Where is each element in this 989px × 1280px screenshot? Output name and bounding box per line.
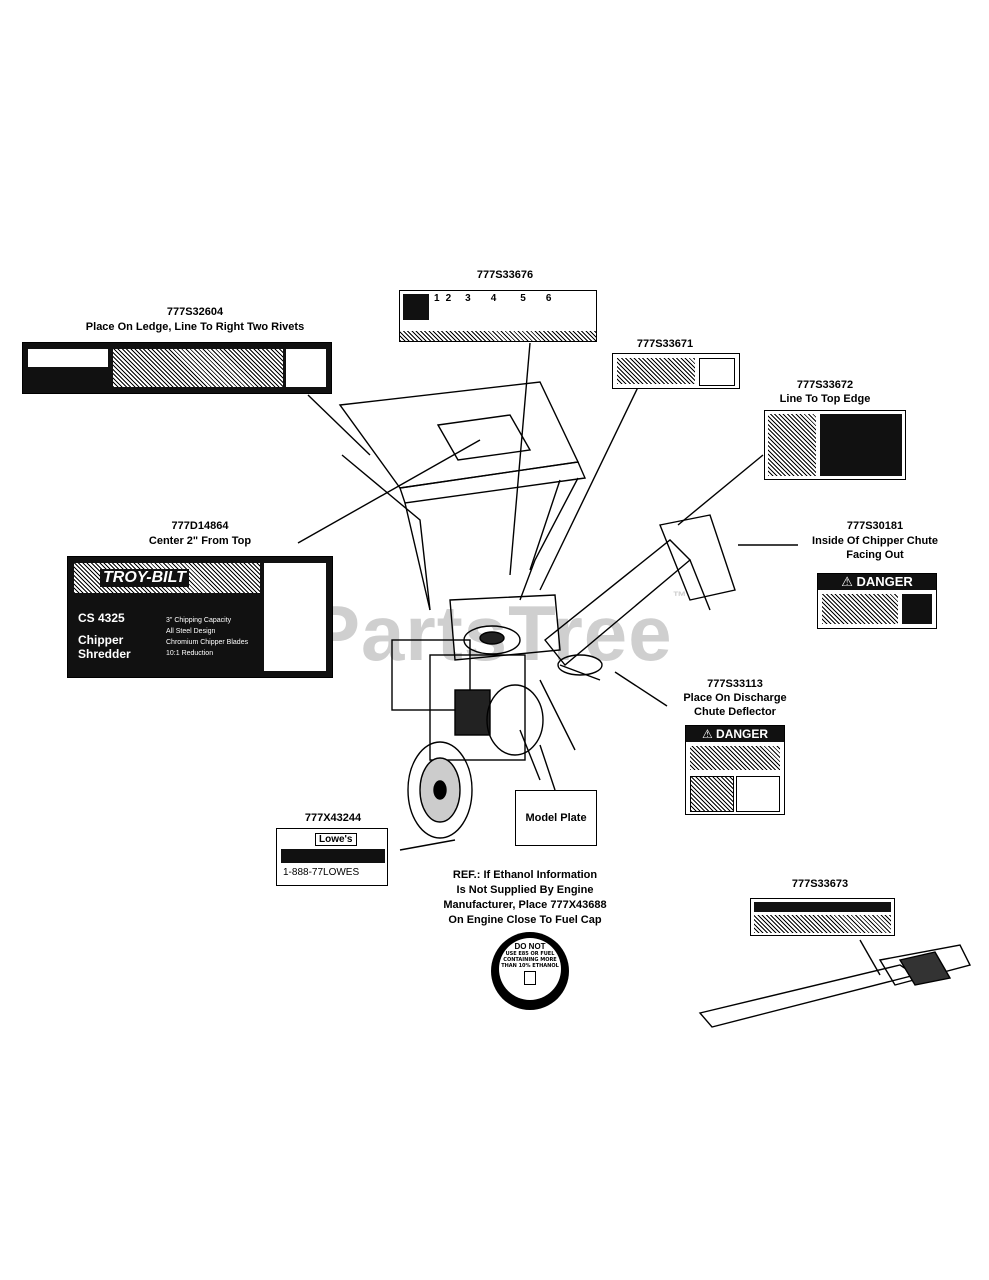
decal-777s33672 [764, 410, 906, 480]
decal-777s33673 [750, 898, 895, 936]
ref-line-4: On Engine Close To Fuel Cap [448, 914, 602, 926]
model-number: CS 4325 [78, 611, 125, 625]
model-plate: Model Plate [515, 790, 597, 846]
ethanol-line-2: USE E85 OR FUEL [505, 951, 555, 957]
product-name-2: Shredder [78, 647, 131, 661]
label-777s33672-note: Line To Top Edge [779, 393, 871, 405]
feature-item: All Steel Design [166, 628, 216, 635]
label-777s33113-part: 777S33113 [707, 678, 763, 690]
step-6: 6 [545, 293, 552, 304]
warning-triangle-icon: ⚠ [841, 574, 853, 589]
label-777s33671: 777S33671 [636, 338, 694, 350]
step-4: 4 [490, 293, 497, 304]
symbol-strip [28, 349, 108, 367]
step-5: 5 [520, 293, 526, 304]
decal-stop-block [403, 294, 429, 320]
label-777s33113-note1: Place On Discharge [683, 692, 787, 704]
label-777s32604-note: Place On Ledge, Line To Right Two Rivets [85, 321, 305, 333]
decal-777s33671 [612, 353, 740, 389]
feature-item: 10:1 Reduction [166, 650, 214, 657]
feature-list: 3" Chipping Capacity All Steel Design Ch… [166, 615, 248, 659]
label-777s30181-note2: Facing Out [846, 549, 904, 561]
label-777s33672-part: 777S33672 [796, 379, 854, 391]
ethanol-line-3: CONTAINING MORE [503, 957, 557, 963]
ref-line-2: Is Not Supplied By Engine [456, 884, 594, 896]
step-1: 1 [434, 293, 440, 304]
step-2: 2 [445, 293, 452, 304]
warning-triangle-icon: ⚠ [701, 727, 713, 741]
label-777x43244: 777X43244 [304, 812, 362, 824]
label-777s33673: 777S33673 [791, 878, 849, 890]
decal-777d14864-cs4325: TROY-BILT CS 4325 Chipper Shredder 3" Ch… [67, 556, 333, 678]
ethanol-line-4: THAN 10% ETHANOL [501, 963, 559, 969]
lowes-phone: 1-888-77LOWES [283, 867, 360, 878]
label-777s33676: 777S33676 [476, 269, 534, 281]
feature-item: 3" Chipping Capacity [166, 617, 232, 624]
label-777d14864-note: Center 2" From Top [148, 535, 252, 547]
ethanol-decal: DO NOT USE E85 OR FUEL CONTAINING MORE T… [491, 932, 569, 1010]
label-777s30181-part: 777S30181 [846, 520, 904, 532]
step-3: 3 [465, 293, 471, 304]
fuel-pump-icon [524, 971, 536, 985]
ref-line-3: Manufacturer, Place 777X43688 [443, 899, 607, 911]
feature-item: Chromium Chipper Blades [166, 639, 249, 646]
danger-header: ⚠ DANGER [818, 574, 936, 590]
danger-header: ⚠ DANGER [686, 726, 784, 742]
label-777s32604-part: 777S32604 [166, 306, 224, 318]
ref-note: REF.: If Ethanol Information Is Not Supp… [420, 868, 630, 928]
brand-name: TROY-BILT [100, 569, 189, 587]
decal-777s32604 [22, 342, 332, 394]
ethanol-line-1: DO NOT [514, 942, 546, 951]
label-777s33113-note2: Chute Deflector [694, 706, 776, 718]
label-777d14864-part: 777D14864 [171, 520, 229, 532]
product-name-1: Chipper [78, 633, 124, 647]
ref-line-1: REF.: If Ethanol Information [452, 869, 598, 881]
label-777s30181-note1: Inside Of Chipper Chute [812, 535, 938, 547]
decal-777s33113: ⚠ DANGER [685, 725, 785, 815]
lowes-logo: Lowe's [315, 833, 357, 846]
decal-777x43244: Lowe's 1-888-77LOWES [276, 828, 388, 886]
decal-777s30181: ⚠ DANGER [817, 573, 937, 629]
decal-777s33676: 1 2 3 4 5 6 [399, 290, 597, 342]
